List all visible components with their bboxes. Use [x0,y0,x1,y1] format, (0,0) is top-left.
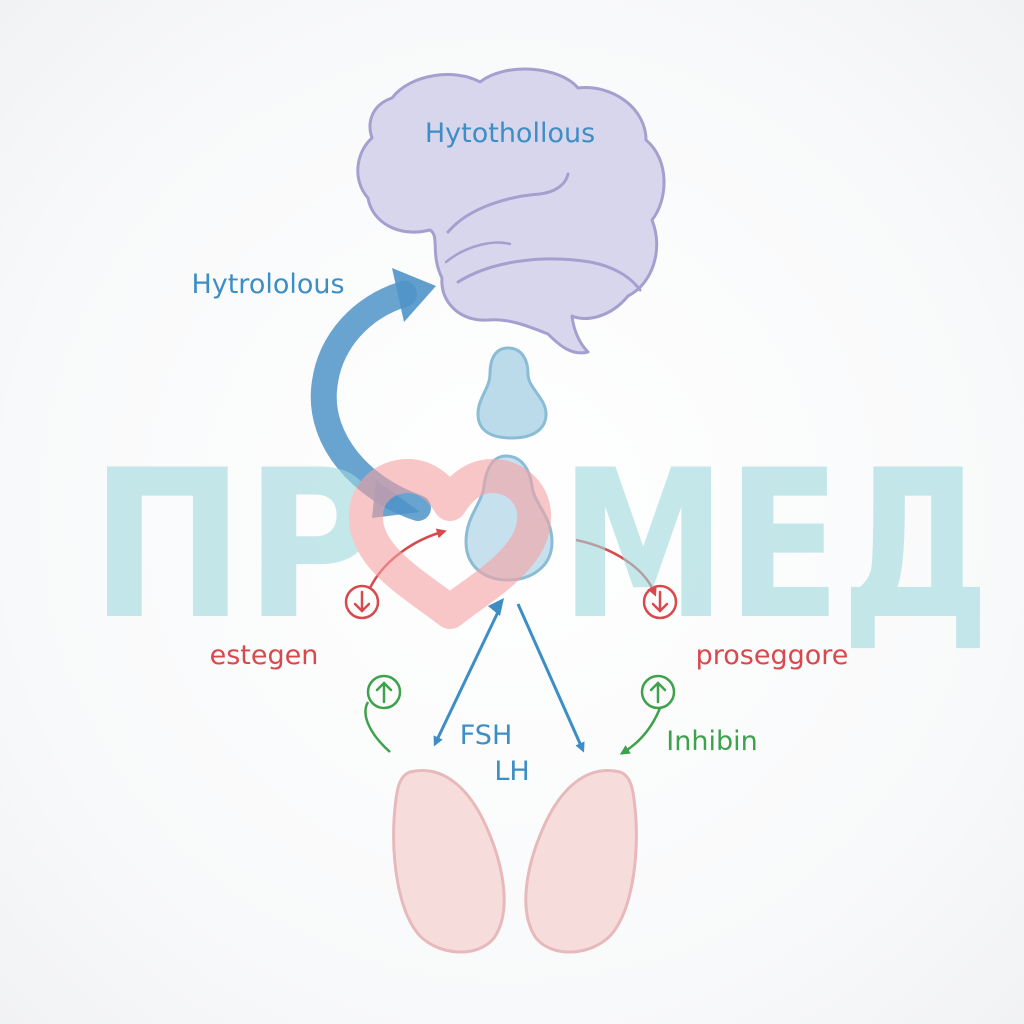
up-arrow-circle-icon [640,674,676,710]
progesterone-label: proseggore [696,640,849,671]
ovaries [392,769,638,954]
estrogen-label: estegen [210,640,319,671]
brain-label: Hytothollous [425,118,595,149]
down-arrow-circle-icon [642,584,678,620]
left-ovary [392,769,506,954]
green-feedback-left [364,674,402,753]
upper-gland [476,346,548,440]
feedback-arrow-label: Hytrololous [191,269,344,300]
progesterone-feedback [575,538,678,620]
brain-fold [444,241,512,264]
inhibin-label: Inhibin [666,726,757,757]
up-arrow-circle-icon [366,674,402,710]
watermark-left: ПР [90,427,380,665]
right-ovary [524,769,638,954]
lh-label: LH [494,756,529,787]
heart-icon [348,459,552,629]
brain-fold [456,257,642,292]
brain-shape [356,67,666,355]
green-feedback-right [619,674,676,755]
watermark-right: МЕД [560,427,990,665]
fsh-label: FSH [460,720,513,751]
brain [356,67,666,355]
brain-fold [446,172,570,234]
down-arrow-circle-icon [344,584,380,620]
watermark: ПР МЕД [90,427,990,665]
fsh-lh-arrows [433,598,585,753]
